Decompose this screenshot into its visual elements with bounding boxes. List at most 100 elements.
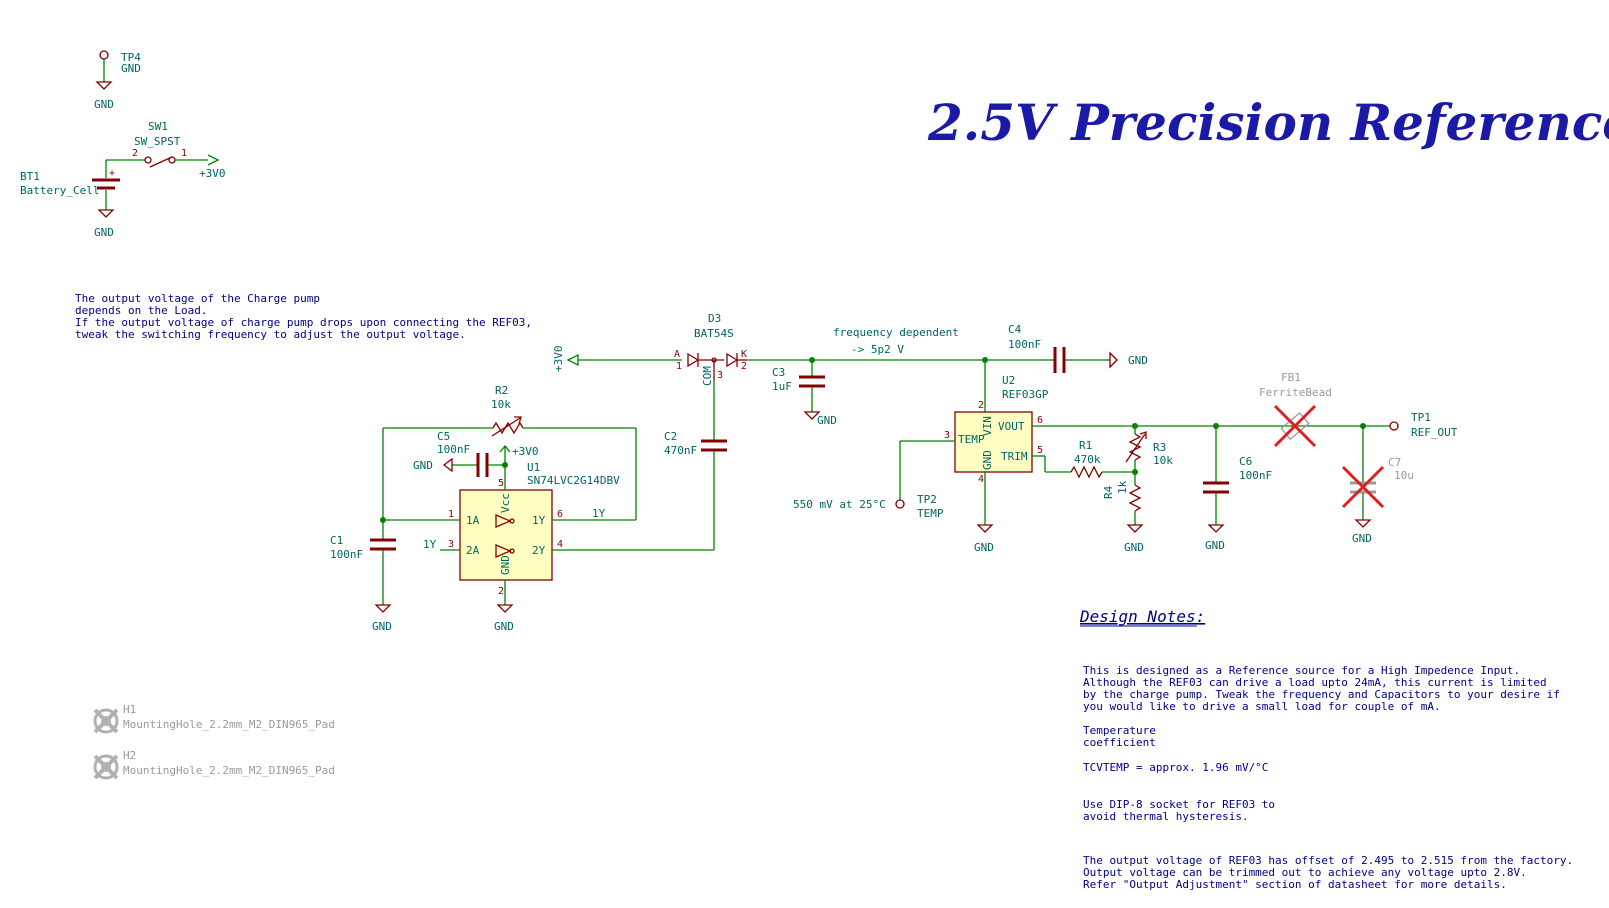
note-line: The output voltage of the Charge pump xyxy=(75,292,320,305)
gnd-symbol-icon xyxy=(97,209,115,218)
c7-ref: C7 xyxy=(1388,456,1401,469)
d3-pin-2: 2 xyxy=(741,361,747,372)
u1-pin-2y: 2Y xyxy=(532,544,546,557)
u1-pin-5: 5 xyxy=(498,478,504,489)
bt1-plus: + xyxy=(109,168,115,179)
r4-ref: R4 xyxy=(1102,485,1115,499)
u2-gnd-label: GND xyxy=(974,541,994,554)
r1-resistor[interactable]: R1 470k xyxy=(1045,439,1135,479)
design-notes-heading: Design Notes: xyxy=(1079,607,1205,626)
r3-ref: R3 xyxy=(1153,441,1166,454)
tp2-ref: TP2 xyxy=(917,493,937,506)
h1-ref: H1 xyxy=(123,703,136,716)
gnd-symbol-icon xyxy=(1354,519,1372,528)
d3-value: BAT54S xyxy=(694,327,734,340)
r2-ref: R2 xyxy=(495,384,508,397)
fb1-ref: FB1 xyxy=(1281,371,1301,384)
note-line: If the output voltage of charge pump dro… xyxy=(75,316,532,329)
tp1-test-point[interactable]: TP1 REF_OUT xyxy=(1363,411,1458,439)
u2-pin-5: 5 xyxy=(1037,445,1043,456)
u1-schmitt-inverter[interactable]: U1 SN74LVC2G14DBV 1A 2A 1Y 2Y Vcc GND 5 … xyxy=(380,461,714,633)
tp4-test-point[interactable]: TP4 GND GND xyxy=(94,50,141,111)
u1-pin-vcc: Vcc xyxy=(499,493,512,513)
gnd-symbol-icon xyxy=(1126,524,1144,533)
design-note-line: avoid thermal hysteresis. xyxy=(1083,810,1249,823)
gnd-symbol-icon xyxy=(95,81,113,90)
h2-mounting-hole[interactable]: H2 MountingHole_2.2mm_M2_DIN965_Pad xyxy=(93,749,335,780)
design-note-line: Use DIP-8 socket for REF03 to xyxy=(1083,798,1275,811)
c5-value: 100nF xyxy=(437,443,470,456)
r1-value: 470k xyxy=(1074,453,1101,466)
c3-ref: C3 xyxy=(772,366,785,379)
c7-value: 10u xyxy=(1394,469,1414,482)
u1-pin-1y: 1Y xyxy=(532,514,546,527)
r3-potentiometer[interactable]: R3 10k xyxy=(1125,423,1173,485)
r4-resistor[interactable]: R4 1k GND xyxy=(1102,480,1144,554)
schematic-title: 2.5V Precision Reference xyxy=(927,93,1609,152)
charge-pump-note: The output voltage of the Charge pump de… xyxy=(75,292,532,341)
bt1-ref: BT1 xyxy=(20,170,40,183)
u2-pin-gnd: GND xyxy=(981,450,994,470)
net-label-1y-in: 1Y xyxy=(423,538,437,551)
tp1-value: REF_OUT xyxy=(1411,426,1458,439)
u2-ref: U2 xyxy=(1002,374,1015,387)
note-line: tweak the switching frequency to adjust … xyxy=(75,328,466,341)
gnd-symbol-icon xyxy=(496,604,514,613)
sw1-switch[interactable]: SW1 SW_SPST 2 1 +3V0 xyxy=(106,120,226,180)
c7-capacitor[interactable]: C7 10u GND xyxy=(1341,423,1414,545)
mounting-hole-icon xyxy=(93,708,119,734)
r2-potentiometer[interactable]: R2 10k xyxy=(382,384,637,520)
c6-capacitor[interactable]: C6 100nF GND xyxy=(1203,423,1272,552)
u1-pin-1: 1 xyxy=(448,509,454,520)
tp2-test-point[interactable]: 550 mV at 25°C TP2 TEMP xyxy=(793,493,944,520)
d3-3v0-label: +3V0 xyxy=(552,346,565,373)
h2-value: MountingHole_2.2mm_M2_DIN965_Pad xyxy=(123,764,335,777)
c6-ref: C6 xyxy=(1239,455,1252,468)
u1-pin-2: 2 xyxy=(498,586,504,597)
d3-diode[interactable]: D3 BAT54S +3V0 A 1 K 2 COM 3 xyxy=(552,312,970,386)
gnd-symbol-icon xyxy=(1207,524,1225,533)
freq-value-label: -> 5p2 V xyxy=(851,343,904,356)
design-note-line: by the charge pump. Tweak the frequency … xyxy=(1083,688,1560,701)
c4-capacitor[interactable]: C4 100nF GND xyxy=(970,323,1148,373)
fb1-value: FerriteBead xyxy=(1259,386,1332,399)
design-note-line: TCVTEMP = approx. 1.96 mV/°C xyxy=(1083,761,1268,774)
tp1-ref: TP1 xyxy=(1411,411,1431,424)
c2-capacitor[interactable]: C2 470nF xyxy=(664,380,727,550)
net-label-1y-out: 1Y xyxy=(592,507,606,520)
u1-value: SN74LVC2G14DBV xyxy=(527,474,620,487)
sw1-ref: SW1 xyxy=(148,120,168,133)
design-note-line: Although the REF03 can drive a load upto… xyxy=(1083,676,1547,689)
freq-label: frequency dependent xyxy=(833,326,959,339)
design-note-line: coefficient xyxy=(1083,736,1156,749)
gnd-symbol-icon xyxy=(442,457,453,473)
c1-capacitor[interactable]: C1 100nF GND xyxy=(330,520,396,633)
gnd-symbol-icon xyxy=(803,411,821,420)
r1-ref: R1 xyxy=(1079,439,1092,452)
design-note-line: This is designed as a Reference source f… xyxy=(1083,664,1520,677)
u1-pin-2a: 2A xyxy=(466,544,480,557)
h1-mounting-hole[interactable]: H1 MountingHole_2.2mm_M2_DIN965_Pad xyxy=(93,703,335,734)
h2-ref: H2 xyxy=(123,749,136,762)
u2-pin-trim: TRIM xyxy=(1001,450,1028,463)
u2-value: REF03GP xyxy=(1002,388,1049,401)
design-note-line: you would like to drive a small load for… xyxy=(1083,700,1441,713)
gnd-symbol-icon xyxy=(1109,351,1118,369)
c3-capacitor[interactable]: C3 1uF GND xyxy=(772,357,837,427)
power-arrow-icon xyxy=(207,154,220,166)
u1-pin-gnd: GND xyxy=(499,555,512,575)
gnd-symbol-icon xyxy=(374,604,392,613)
fb1-ferrite-bead[interactable]: FB1 FerriteBead xyxy=(1259,371,1332,448)
d3-pin-a: A xyxy=(674,349,680,360)
tp4-value: GND xyxy=(121,62,141,75)
bt1-gnd-label: GND xyxy=(94,226,114,239)
c7-gnd-label: GND xyxy=(1352,532,1372,545)
sw1-pin-2: 2 xyxy=(132,148,138,159)
c5-capacitor[interactable]: C5 100nF GND xyxy=(413,430,505,477)
sw1-3v0-label: +3V0 xyxy=(199,167,226,180)
c5-gnd-label: GND xyxy=(413,459,433,472)
bt1-battery[interactable]: BT1 Battery_Cell + GND xyxy=(20,160,120,239)
d3-ref: D3 xyxy=(708,312,721,325)
u2-voltage-reference[interactable]: U2 REF03GP 2 VIN VOUT TEMP TRIM GND 6 5 … xyxy=(899,360,1365,554)
